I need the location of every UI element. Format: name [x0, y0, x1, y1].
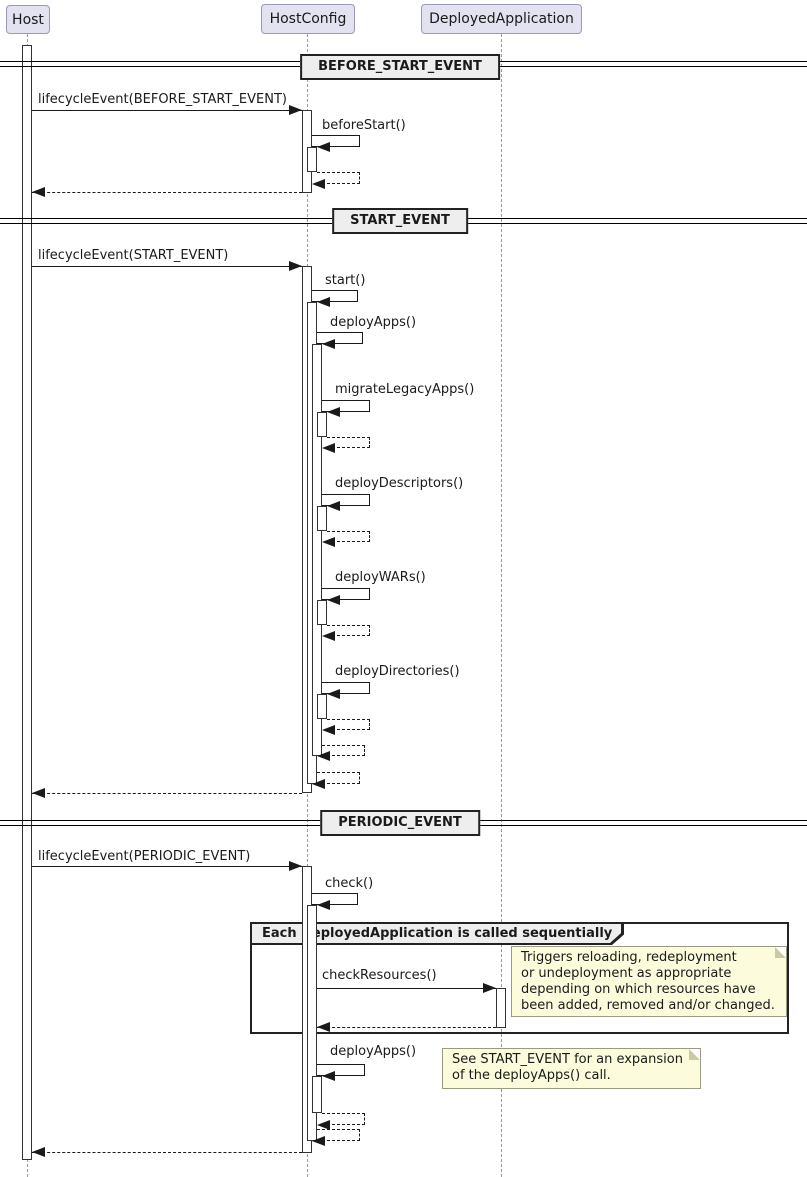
arrowhead-left-icon: [32, 788, 45, 798]
arrowhead-left-icon: [317, 751, 330, 761]
self-return-migratelegacyapps: [327, 437, 370, 448]
arrowhead-left-icon: [317, 142, 330, 152]
arrowhead-left-icon: [312, 179, 325, 189]
self-call-deploywars: [322, 588, 370, 600]
activation-bar-beforestart: [307, 147, 317, 172]
arrowhead-left-icon: [32, 1147, 45, 1157]
return-arrow-checkresources: [317, 1027, 496, 1028]
activation-bar-host: [22, 45, 32, 1160]
participant-hostconfig: HostConfig: [261, 4, 355, 34]
self-return-deploydescriptors: [327, 531, 370, 542]
return-arrow-lifecycle-start: [32, 793, 302, 794]
self-call-deployapps-periodic: [317, 1064, 365, 1076]
arrowhead-left-icon: [317, 1022, 330, 1032]
message-label-deploywars: deployWARs(): [335, 570, 426, 585]
divider-before-start-event: BEFORE_START_EVENT: [300, 54, 500, 80]
arrowhead-left-icon: [317, 1120, 330, 1130]
self-call-beforestart: [312, 135, 360, 147]
participant-deployedapplication: DeployedApplication: [421, 4, 582, 34]
self-return-beforestart: [317, 172, 360, 184]
arrowhead-left-icon: [322, 1071, 335, 1081]
arrowhead-left-icon: [322, 725, 335, 735]
arrowhead-left-icon: [317, 900, 330, 910]
message-label-checkresources: checkResources(): [322, 968, 437, 983]
arrowhead-right-icon: [289, 105, 302, 115]
participant-host: Host: [6, 5, 50, 34]
return-arrow-lifecycle-before-start: [32, 192, 302, 193]
self-call-check: [312, 893, 358, 905]
message-label-migratelegacyapps: migrateLegacyApps(): [335, 382, 475, 397]
activation-bar-deployedapplication: [496, 988, 506, 1028]
message-label-deploydirectories: deployDirectories(): [335, 664, 460, 679]
activation-bar-deployapps-periodic: [312, 1076, 322, 1113]
divider-periodic-event: PERIODIC_EVENT: [320, 810, 480, 836]
self-call-deploydescriptors: [322, 494, 370, 506]
lifeline-deployedapplication: [501, 34, 502, 1177]
arrowhead-left-icon: [322, 537, 335, 547]
message-label-lifecycle-start: lifecycleEvent(START_EVENT): [38, 248, 229, 263]
note-check-resources: Triggers reloading, redeployment or unde…: [511, 946, 787, 1017]
activation-bar-deploydescriptors: [317, 506, 327, 531]
message-arrow-checkresources: [317, 988, 496, 989]
message-label-lifecycle-before-start: lifecycleEvent(BEFORE_START_EVENT): [38, 92, 287, 107]
message-arrow-lifecycle-periodic: [32, 866, 302, 867]
arrowhead-left-icon: [322, 631, 335, 641]
arrowhead-right-icon: [289, 861, 302, 871]
arrowhead-left-icon: [312, 1136, 325, 1146]
self-call-deployapps: [317, 332, 363, 344]
divider-start-event: START_EVENT: [332, 208, 468, 234]
arrowhead-left-icon: [322, 339, 335, 349]
self-call-start: [312, 290, 358, 302]
self-return-deployapps: [322, 745, 365, 756]
arrowhead-left-icon: [327, 407, 340, 417]
group-header-label: Each DeployedApplication is called seque…: [252, 924, 621, 943]
arrowhead-left-icon: [317, 297, 330, 307]
message-label-check: check(): [325, 876, 374, 891]
self-return-start: [317, 772, 360, 784]
activation-bar-deploywars: [317, 600, 327, 625]
arrowhead-left-icon: [327, 501, 340, 511]
self-return-check: [317, 1129, 360, 1141]
arrowhead-left-icon: [322, 443, 335, 453]
arrowhead-right-icon: [483, 983, 496, 993]
arrowhead-right-icon: [289, 261, 302, 271]
message-arrow-lifecycle-before-start: [32, 110, 302, 111]
self-return-deploywars: [327, 625, 370, 636]
activation-bar-deploydirectories: [317, 694, 327, 719]
return-arrow-lifecycle-periodic: [32, 1152, 302, 1153]
arrowhead-left-icon: [327, 595, 340, 605]
self-return-deploydirectories: [327, 719, 370, 730]
self-call-migratelegacyapps: [322, 400, 370, 412]
message-label-deploydescriptors: deployDescriptors(): [335, 476, 464, 491]
message-arrow-lifecycle-start: [32, 266, 302, 267]
group-frame-sequential: Each DeployedApplication is called seque…: [250, 922, 789, 1034]
group-header: Each DeployedApplication is called seque…: [252, 924, 624, 945]
arrowhead-left-icon: [32, 187, 45, 197]
message-label-lifecycle-periodic: lifecycleEvent(PERIODIC_EVENT): [38, 849, 251, 864]
self-call-deploydirectories: [322, 682, 370, 694]
message-label-deployapps-periodic: deployApps(): [330, 1044, 417, 1059]
message-label-deployapps: deployApps(): [330, 315, 417, 330]
arrowhead-left-icon: [327, 689, 340, 699]
activation-bar-migratelegacyapps: [317, 412, 327, 437]
note-deployapps: See START_EVENT for an expansion of the …: [442, 1048, 701, 1089]
message-label-beforestart: beforeStart(): [322, 118, 406, 133]
self-return-deployapps-periodic: [322, 1113, 365, 1125]
arrowhead-left-icon: [312, 779, 325, 789]
message-label-start: start(): [325, 273, 366, 288]
